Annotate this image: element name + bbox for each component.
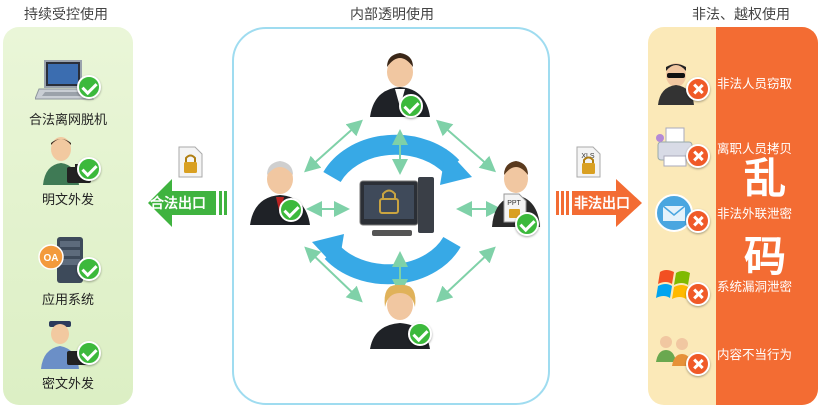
illegal-exit-label: 非法出口 xyxy=(574,195,630,211)
left-item-label: 密文外发 xyxy=(41,376,94,391)
check-icon xyxy=(408,322,432,346)
right-item-copy: 离职人员拷贝 xyxy=(648,126,818,170)
legal-exit-label: 合法出口 xyxy=(150,195,206,211)
right-item-label: 非法人员窃取 xyxy=(717,77,793,91)
right-item-label: 内容不当行为 xyxy=(717,348,793,362)
left-item-label: 合法离网脱机 xyxy=(28,112,107,127)
title-center: 内部透明使用 xyxy=(350,6,434,22)
title-left: 持续受控使用 xyxy=(24,6,108,22)
xls-badge: XLS xyxy=(581,153,595,160)
check-icon xyxy=(515,212,539,236)
left-item-label: 应用系统 xyxy=(41,292,94,307)
thief-icon xyxy=(658,63,694,105)
cross-icon xyxy=(686,209,710,233)
right-item-label: 离职人员拷贝 xyxy=(717,142,793,156)
illegal-exit-arrow: 非法出口 xyxy=(556,175,646,236)
right-item-label: 非法外联泄密 xyxy=(717,207,793,221)
cross-icon xyxy=(686,352,710,376)
ppt-badge: PPT xyxy=(507,200,521,207)
cross-icon xyxy=(686,77,710,101)
garble-char-1: 乱 xyxy=(744,155,787,202)
cross-icon xyxy=(686,144,710,168)
right-item-external: 非法外联泄密 xyxy=(648,191,818,235)
email-icon xyxy=(655,194,693,232)
left-item-label: 明文外发 xyxy=(41,192,94,207)
right-panel: 非法人员窃取 离职人员拷贝 非法外联泄密 系统漏洞泄密 xyxy=(648,27,818,405)
cross-icon xyxy=(686,282,710,306)
left-item-plaintext-send: 明文外发 xyxy=(3,135,133,208)
right-item-label: 系统漏洞泄密 xyxy=(717,280,793,294)
right-panel-orange-strip xyxy=(716,27,818,405)
left-item-cipher-send: 密文外发 xyxy=(3,319,133,392)
check-icon xyxy=(77,257,101,281)
check-icon xyxy=(77,157,101,181)
locked-document-icon xyxy=(178,146,203,178)
oa-text: OA xyxy=(44,253,59,264)
left-panel: 合法离网脱机 明文外发 OA xyxy=(3,27,133,405)
left-item-offline: 合法离网脱机 xyxy=(3,55,133,128)
check-icon xyxy=(77,341,101,365)
cycle-arrow-top xyxy=(323,134,460,183)
right-item-improper: 内容不当行为 xyxy=(648,332,818,376)
check-icon xyxy=(77,75,101,99)
xls-locked-document-icon: XLS xyxy=(576,146,601,178)
locked-computer-icon xyxy=(359,177,434,236)
title-right: 非法、越权使用 xyxy=(692,6,790,22)
right-item-vulnerability: 系统漏洞泄密 xyxy=(648,264,818,308)
left-item-app-system: OA 应用系统 xyxy=(3,235,133,308)
right-item-theft: 非法人员窃取 xyxy=(648,61,818,105)
cycle-arrow-bottom xyxy=(324,236,461,285)
check-icon xyxy=(279,198,303,222)
windows-icon xyxy=(656,270,690,299)
printer-copy-icon xyxy=(656,127,693,167)
legal-exit-arrow: 合法出口 xyxy=(148,175,238,236)
garble-char-2: 码 xyxy=(744,233,787,280)
check-icon xyxy=(399,94,423,118)
